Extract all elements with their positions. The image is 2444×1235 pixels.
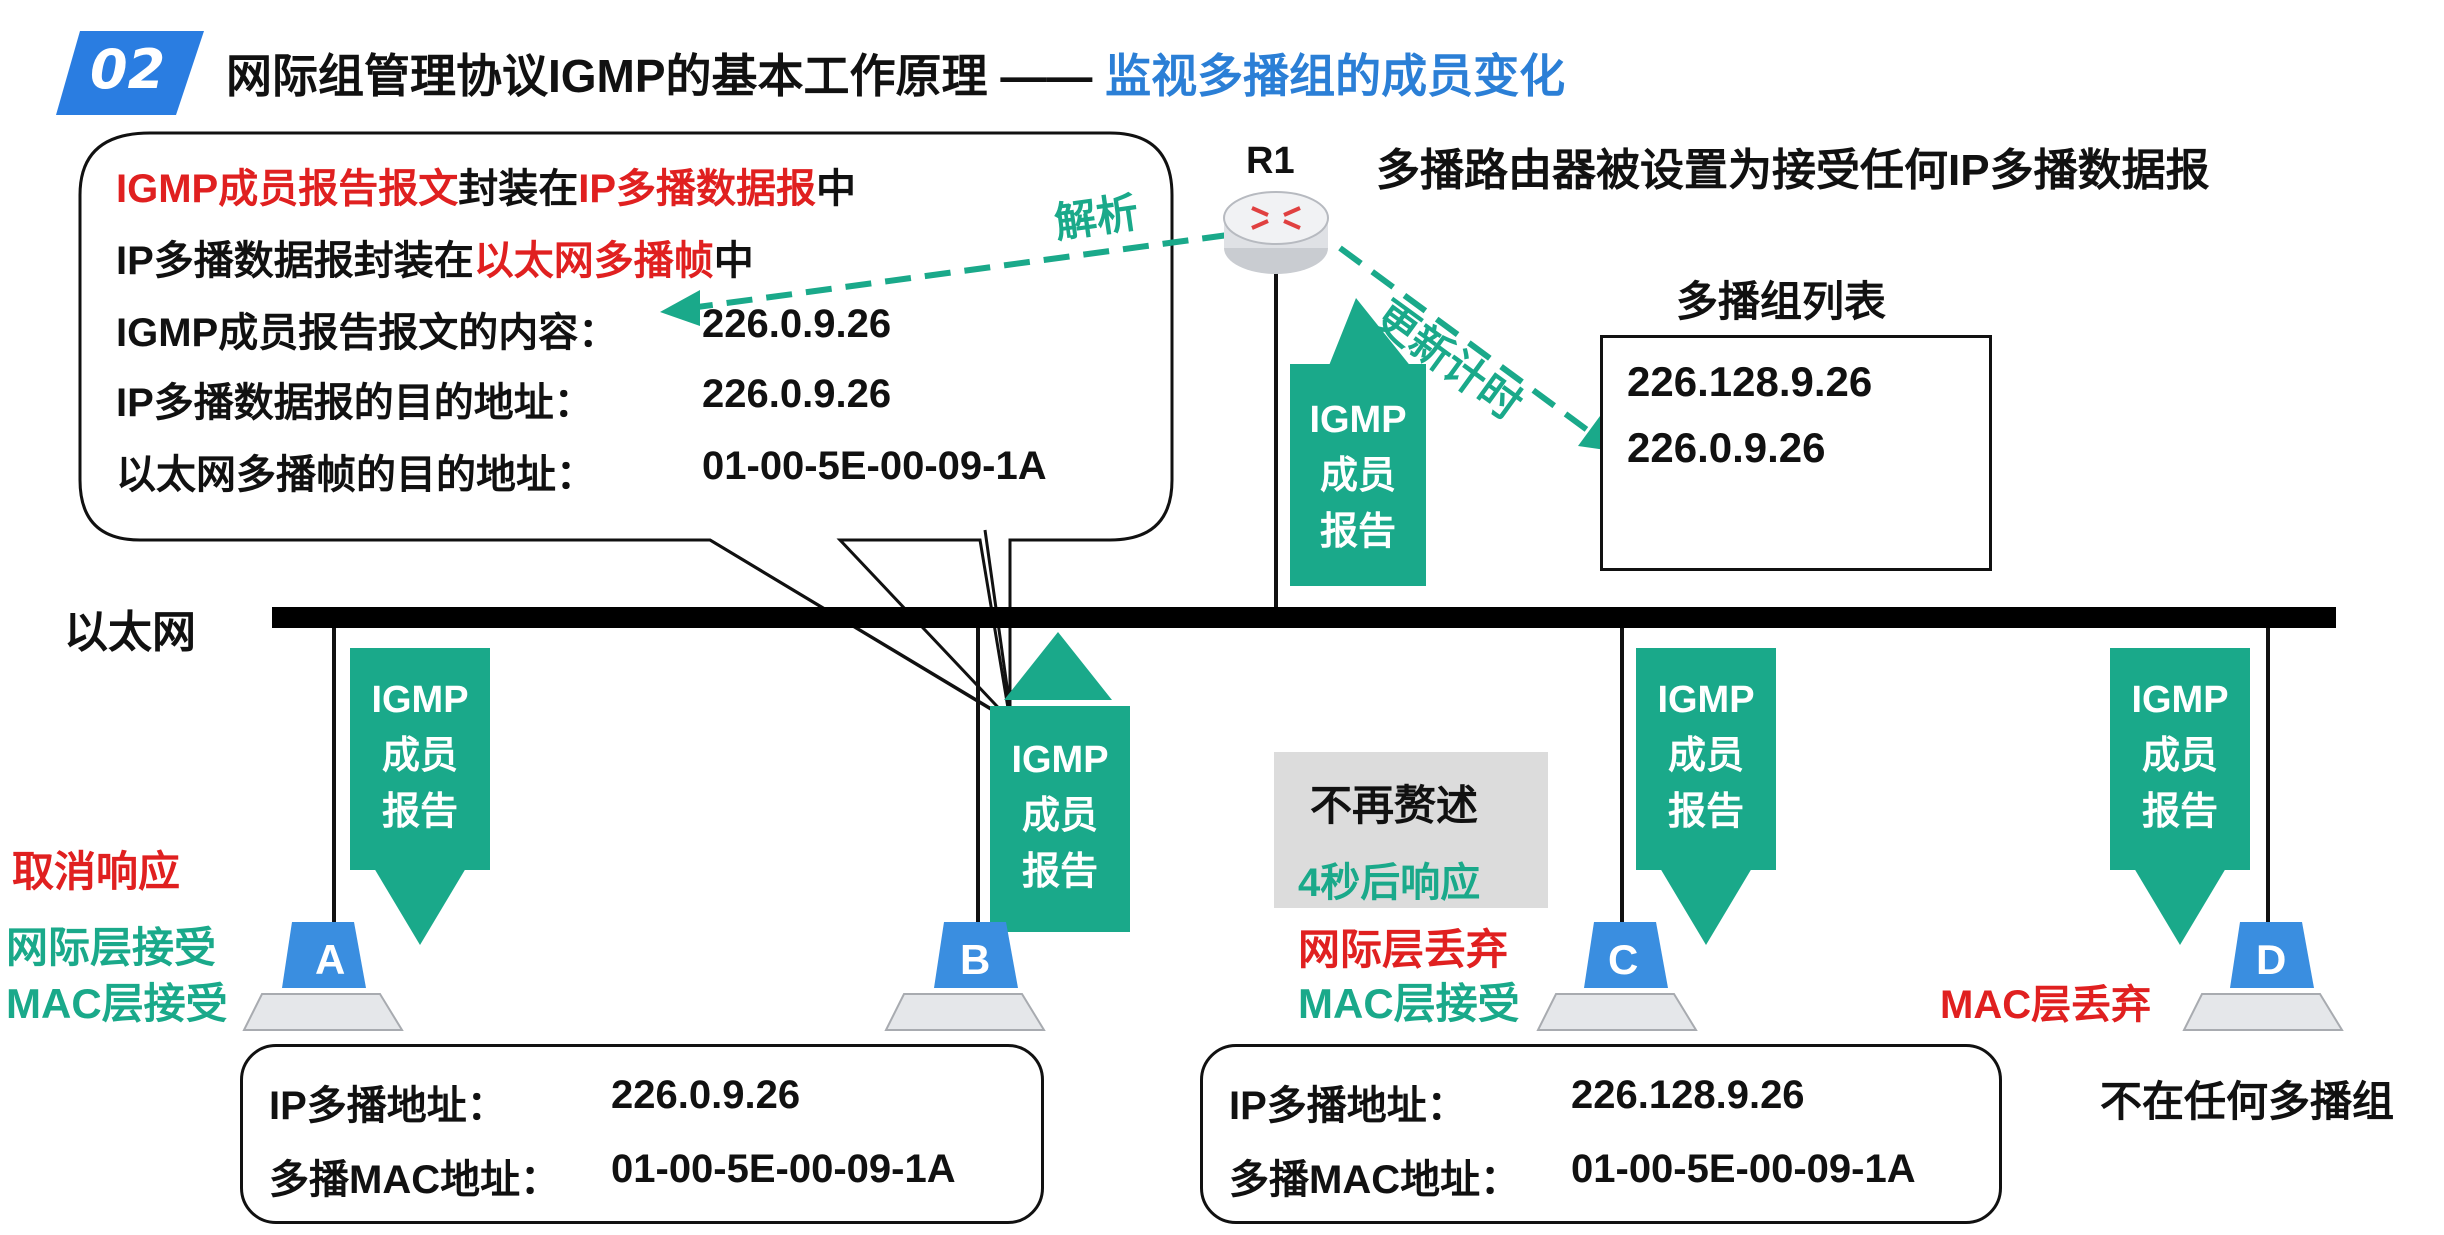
igmp-label-c: IGMP 成员 报告: [1636, 672, 1776, 840]
host-c-mac-accept: MAC层接受: [1298, 980, 1520, 1027]
info-right-mac-value: 01-00-5E-00-09-1A: [1571, 1147, 1916, 1191]
host-d-name: D: [2256, 936, 2287, 983]
igmp-text: 成员: [1021, 795, 1098, 837]
host-a-ip-accept: 网际层接受: [6, 924, 217, 971]
section-badge: [56, 31, 204, 115]
igmp-text: 成员: [1667, 735, 1744, 777]
router-name: R1: [1246, 140, 1295, 182]
info-right-mac-label: 多播MAC地址：: [1229, 1158, 1521, 1202]
bubble-line-4-label: IP多播数据报的目的地址：: [116, 381, 594, 425]
bubble-line-2: IP多播数据报封装在以太网多播帧中: [116, 228, 754, 286]
igmp-arrow-a: [350, 648, 490, 945]
text-igmp-report: IGMP成员报告报文: [116, 167, 459, 211]
igmp-text: 成员: [381, 735, 458, 777]
info-right-ip-label: IP多播地址：: [1229, 1084, 1467, 1128]
igmp-arrow-router: [1290, 298, 1426, 586]
group-entry: 226.128.9.26: [1627, 358, 1873, 405]
igmp-label-d: IGMP 成员 报告: [2110, 672, 2250, 840]
igmp-text: 报告: [2141, 791, 2218, 833]
bubble-line-5-value: 01-00-5E-00-09-1A: [702, 444, 1047, 488]
igmp-label-a: IGMP 成员 报告: [350, 672, 490, 840]
text-in: 中: [713, 239, 754, 283]
text-in: 中: [816, 167, 857, 211]
igmp-arrow-b: [990, 632, 1130, 932]
info-left-mac-label: 多播MAC地址：: [269, 1158, 561, 1202]
group-list-box: 226.128.9.26 226.0.9.26: [1600, 335, 1992, 571]
igmp-text: 报告: [1021, 851, 1098, 893]
info-box-right: IP多播地址： 226.128.9.26 多播MAC地址： 01-00-5E-0…: [1200, 1044, 2002, 1224]
text-encapsulated: 封装在: [458, 167, 579, 211]
router-note: 多播路由器被设置为接受任何IP多播数据报: [1376, 146, 2210, 195]
host-c-note-box: [1274, 752, 1548, 908]
host-a-name: A: [315, 936, 346, 983]
text-ethernet-frame: 以太网多播帧: [473, 239, 714, 283]
router-icon: [1223, 191, 1329, 274]
laptop-d: [2182, 922, 2344, 1031]
host-c-name: C: [1608, 936, 1639, 983]
host-c-note-skip: 不再赘述: [1310, 782, 1479, 829]
bubble-line-1: IGMP成员报告报文封装在IP多播数据报中: [116, 156, 856, 214]
info-left-mac-value: 01-00-5E-00-09-1A: [611, 1147, 956, 1191]
igmp-arrow-c: [1636, 648, 1776, 945]
igmp-text: IGMP: [1011, 739, 1109, 781]
title-highlight: 监视多播组的成员变化: [1105, 50, 1566, 102]
text-ip-multicast: IP多播数据报: [578, 167, 817, 211]
ethernet-label: 以太网: [64, 608, 196, 657]
ethernet-bus: [272, 607, 2336, 628]
igmp-text: IGMP: [2131, 679, 2229, 721]
igmp-arrow-d: [2110, 648, 2250, 945]
laptop-c: [1536, 922, 1698, 1031]
igmp-text: 成员: [1319, 455, 1396, 497]
info-right-ip-value: 226.128.9.26: [1571, 1073, 1805, 1117]
igmp-text: 成员: [2141, 735, 2218, 777]
host-a-cancel: 取消响应: [12, 848, 181, 895]
parse-label: 解析: [1051, 188, 1142, 247]
igmp-text: 报告: [1319, 511, 1396, 553]
laptop-a: [242, 922, 404, 1031]
info-left-ip-label: IP多播地址：: [269, 1084, 507, 1128]
bubble-line-3-label: IGMP成员报告报文的内容：: [116, 311, 619, 355]
bubble-line-5-label: 以太网多播帧的目的地址：: [116, 453, 596, 497]
group-list-title: 多播组列表: [1676, 278, 1887, 325]
info-box-left: IP多播地址： 226.0.9.26 多播MAC地址： 01-00-5E-00-…: [240, 1044, 1044, 1224]
page-title: 网际组管理协议IGMP的基本工作原理 —— 监视多播组的成员变化: [226, 40, 1565, 106]
igmp-text: IGMP: [1309, 399, 1407, 441]
host-c-ip-drop: 网际层丢弃: [1298, 926, 1509, 973]
igmp-text: 报告: [1667, 791, 1744, 833]
igmp-label-b: IGMP 成员 报告: [990, 732, 1130, 900]
igmp-text: IGMP: [371, 679, 469, 721]
igmp-text: 报告: [381, 791, 458, 833]
text-ip-encap: IP多播数据报封装在: [116, 239, 474, 283]
laptop-b: [884, 922, 1046, 1031]
host-c-note-delay: 4秒后响应: [1298, 861, 1481, 905]
igmp-text: IGMP: [1657, 679, 1755, 721]
host-d-note: 不在任何多播组: [2100, 1078, 2395, 1125]
igmp-label-router: IGMP 成员 报告: [1288, 392, 1428, 560]
section-number: 02: [90, 38, 166, 101]
group-entry: 226.0.9.26: [1627, 424, 1826, 471]
bubble-line-4-value: 226.0.9.26: [702, 372, 892, 416]
host-b-name: B: [960, 936, 991, 983]
host-a-mac-accept: MAC层接受: [6, 980, 228, 1027]
info-left-ip-value: 226.0.9.26: [611, 1073, 801, 1117]
bubble-line-3-value: 226.0.9.26: [702, 302, 892, 346]
host-d-mac-drop: MAC层丢弃: [1940, 983, 2152, 1027]
title-main: 网际组管理协议IGMP的基本工作原理 ——: [226, 50, 1106, 102]
